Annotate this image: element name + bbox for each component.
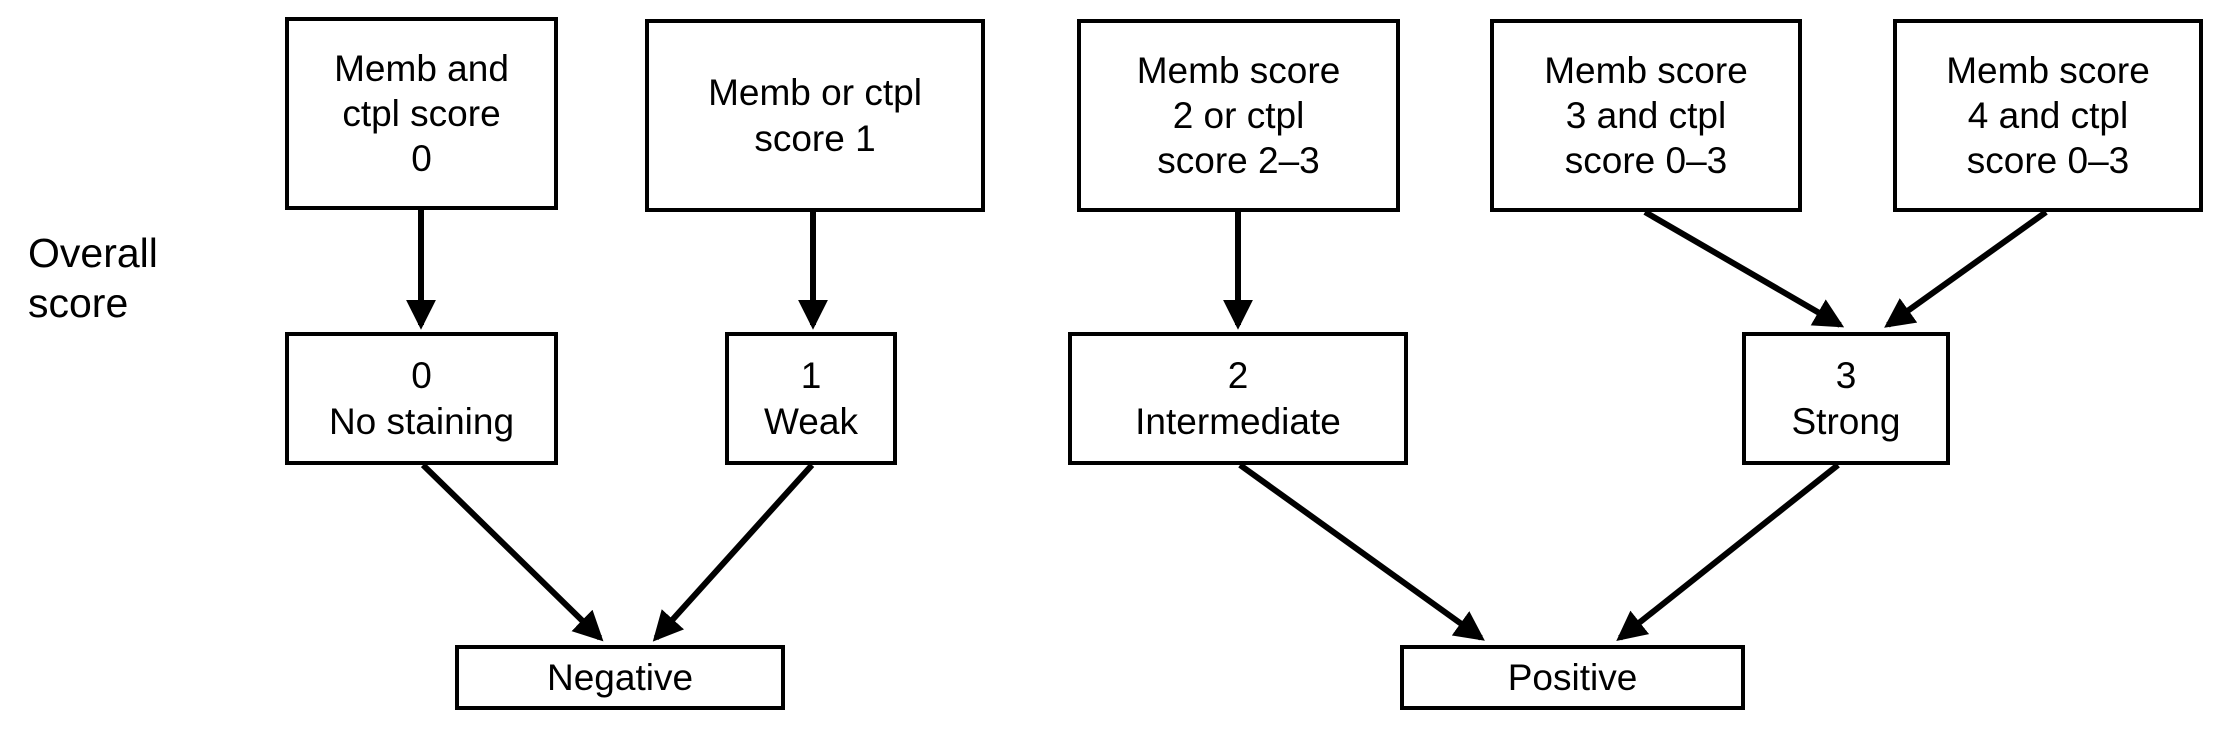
- result-negative[interactable]: Negative: [455, 645, 785, 710]
- criteria-node-3-line-3: score 0–3: [1564, 140, 1728, 182]
- row-label-line-2: score: [28, 280, 129, 327]
- result-positive[interactable]: Positive: [1400, 645, 1745, 710]
- result-node-1-line-1: Positive: [1507, 656, 1638, 698]
- criteria-node-3-line-2: 3 and ctpl: [1565, 94, 1727, 136]
- score-node-0-line-2: No staining: [328, 400, 515, 442]
- score-node-3-line-1: 3: [1835, 355, 1857, 397]
- criteria-node-4-line-2: 4 and ctpl: [1967, 94, 2129, 136]
- criteria-node-4-line-1: Memb score: [1946, 49, 2150, 91]
- criteria-node-1-line-1: Memb or ctpl: [708, 72, 922, 114]
- criteria-node-1-line-2: score 1: [754, 117, 876, 159]
- score-node-1-line-2: Weak: [764, 400, 858, 442]
- edge-score1-to-negative: [652, 462, 815, 642]
- criteria-node-0-line-3: 0: [411, 138, 432, 180]
- score-node-2-line-2: Intermediate: [1135, 400, 1341, 442]
- criteria-node-0-line-2: ctpl score: [342, 92, 501, 134]
- criteria-node-2-line-1: Memb score: [1136, 49, 1341, 91]
- edge-crit4-to-score3: [1884, 209, 2048, 328]
- criteria-node-3-line-1: Memb score: [1544, 49, 1748, 91]
- row-label-overall-score: Overall score: [28, 228, 158, 328]
- criteria-node-2-line-2: 2 or ctpl: [1172, 94, 1305, 136]
- score-node-2-line-1: 2: [1227, 355, 1249, 397]
- edge-score3-to-positive: [1616, 462, 1840, 641]
- criteria-node-2-line-3: score 2–3: [1157, 140, 1320, 182]
- criteria-node-0-line-1: Memb and: [334, 47, 509, 89]
- result-node-0-line-1: Negative: [546, 656, 694, 698]
- score-node-0-line-1: 0: [411, 355, 432, 397]
- edge-score2-to-positive: [1238, 462, 1485, 641]
- edge-crit3-to-score3: [1643, 209, 1845, 328]
- row-label-line-1: Overall: [28, 230, 158, 276]
- score-node-1-line-1: 1: [800, 355, 822, 397]
- score-node-3-line-2: Strong: [1791, 400, 1901, 442]
- criteria-node-4-line-3: score 0–3: [1966, 140, 2130, 182]
- edge-score0-to-negative: [420, 462, 604, 642]
